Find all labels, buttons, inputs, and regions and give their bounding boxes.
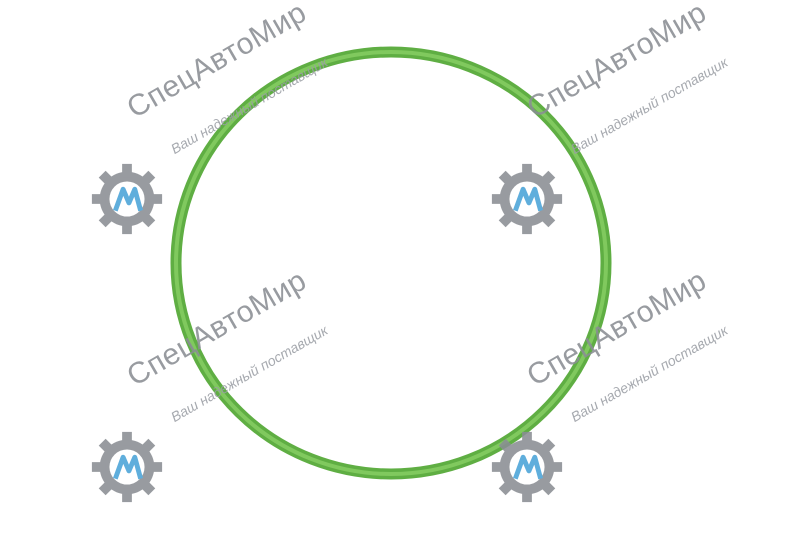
gear-logo-icon xyxy=(91,431,163,503)
gear-logo-icon xyxy=(491,163,563,235)
gear-logo-icon xyxy=(491,431,563,503)
watermark: СпецАвтоМир Ваш надежный поставщик xyxy=(488,264,778,508)
gear-logo-icon xyxy=(91,163,163,235)
watermark: СпецАвтоМир Ваш надежный поставщик xyxy=(488,0,778,240)
watermark: СпецАвтоМир Ваш надежный поставщик xyxy=(88,264,378,508)
watermark: СпецАвтоМир Ваш надежный поставщик xyxy=(88,0,378,240)
